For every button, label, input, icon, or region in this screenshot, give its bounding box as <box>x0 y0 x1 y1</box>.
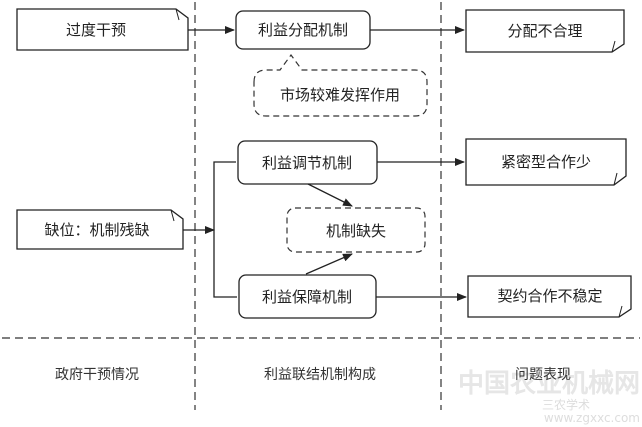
arrow-coordination-to-missing <box>307 183 353 207</box>
gov-box-absence: 缺位：机制残缺 <box>16 209 184 250</box>
problem-distribution-label: 分配不合理 <box>507 22 582 40</box>
mech-market-cloud: 市场较难发挥作用 <box>253 53 428 117</box>
problem-distribution: 分配不合理 <box>465 9 625 53</box>
mech-guarantee-label: 利益保障机制 <box>262 288 352 306</box>
watermark-sub: 三农学术 <box>542 397 590 412</box>
problem-cooperation-label: 紧密型合作少 <box>501 153 591 171</box>
arrow-guarantee-to-missing <box>305 253 353 275</box>
gov-box-over-intervention: 过度干预 <box>16 8 189 51</box>
column-label-mechanism: 利益联结机制构成 <box>264 367 376 383</box>
mech-market-cloud-label: 市场较难发挥作用 <box>280 86 400 104</box>
column-label-problem: 问题表现 <box>515 367 571 383</box>
mech-coordination-label: 利益调节机制 <box>262 154 352 172</box>
bracket-branch <box>213 161 237 298</box>
mech-missing: 机制缺失 <box>286 207 426 253</box>
problem-contract-label: 契约合作不稳定 <box>497 287 602 305</box>
mech-missing-label: 机制缺失 <box>326 222 386 240</box>
watermark-url: www.zgxxc.com <box>544 411 640 425</box>
gov-box-absence-label: 缺位：机制残缺 <box>44 221 149 239</box>
connectors <box>183 26 467 301</box>
mech-distribution: 利益分配机制 <box>235 10 371 50</box>
gov-box-over-intervention-label: 过度干预 <box>66 21 126 39</box>
mech-coordination: 利益调节机制 <box>237 140 378 185</box>
column-label-gov: 政府干预情况 <box>55 367 139 383</box>
mech-distribution-label: 利益分配机制 <box>258 21 348 39</box>
problem-cooperation: 紧密型合作少 <box>465 138 627 186</box>
watermark-main: 中国农业机械网 <box>458 369 640 399</box>
problem-contract: 契约合作不稳定 <box>467 275 632 318</box>
watermark: 中国农业机械网 三农学术 www.zgxxc.com <box>458 369 640 425</box>
mech-guarantee: 利益保障机制 <box>238 274 377 319</box>
